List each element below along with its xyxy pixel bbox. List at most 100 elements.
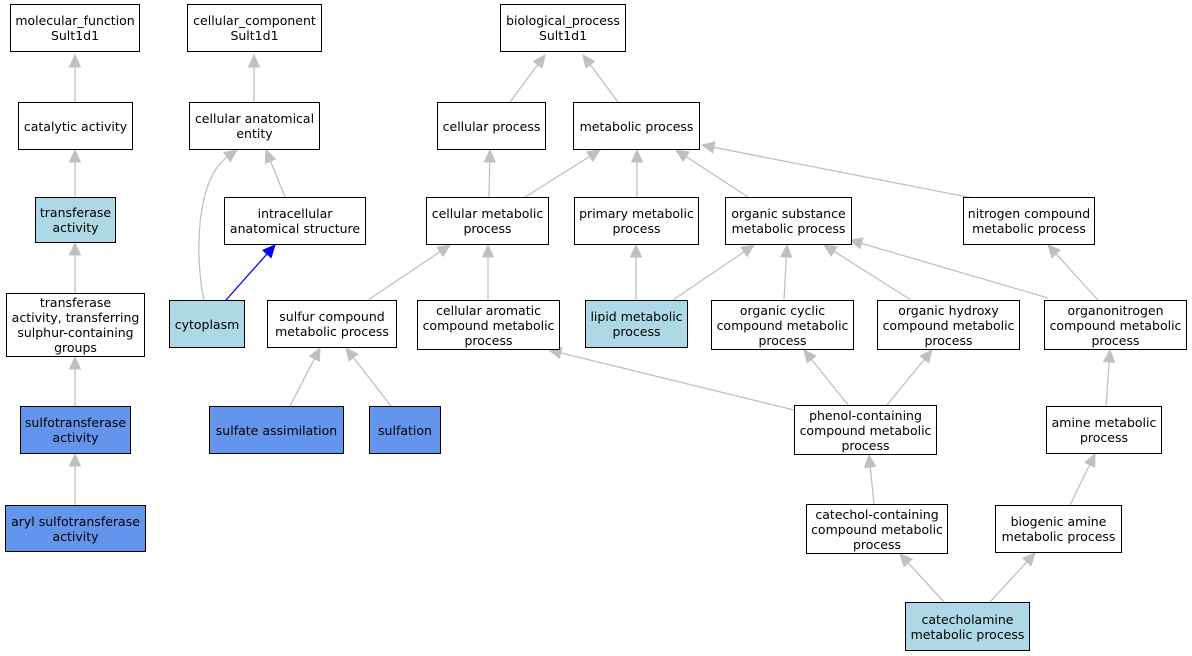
edge-arrowhead [261, 244, 276, 259]
node-organic-hydroxy-compound-metabolic-process[interactable]: organic hydroxy compound metabolic proce… [877, 300, 1020, 350]
edge-arrowhead [700, 141, 716, 154]
node-label: organic substance metabolic process [731, 206, 846, 236]
node-biogenic-amine-metabolic-process[interactable]: biogenic amine metabolic process [995, 505, 1122, 553]
node-label: organonitrogen compound metabolic proces… [1049, 302, 1182, 348]
node-cellular-anatomical-entity[interactable]: cellular anatomical entity [189, 102, 320, 150]
edge-line [488, 161, 491, 198]
node-label: sulfate assimilation [215, 422, 338, 438]
node-label: cellular aromatic compound metabolic pro… [422, 302, 555, 348]
node-cellular-aromatic-compound-metabolic-process[interactable]: cellular aromatic compound metabolic pro… [417, 300, 560, 350]
edge-arrowhead [1083, 452, 1096, 468]
node-intracellular-anatomical-structure[interactable]: intracellular anatomical structure [224, 197, 366, 245]
node-label: cellular metabolic process [431, 206, 544, 236]
node-transferase-sulphur[interactable]: transferase activity, transferring sulph… [6, 293, 145, 357]
edge-organic_hydroxy_compound_metabolic_process-to-organic_substance_metabolic_process [822, 244, 912, 301]
node-label: sulfotransferase activity [24, 415, 127, 445]
edge-arrowhead [68, 452, 82, 467]
edge-organonitrogen_compound_metabolic_process-to-nitrogen_compound_metabolic_process [1047, 244, 1099, 301]
edge-amine_metabolic_process-to-organonitrogen_compound_metabolic_process [1102, 348, 1116, 407]
node-metabolic-process[interactable]: metabolic process [573, 102, 700, 150]
node-sulfate-assimilation[interactable]: sulfate assimilation [209, 406, 344, 454]
edge-line [685, 156, 749, 198]
edge-transferase_activity-to-catalytic_activity [68, 148, 82, 197]
node-catecholamine-metabolic-process[interactable]: catecholamine metabolic process [905, 602, 1030, 651]
edge-arrowhead [1021, 552, 1036, 567]
node-label: sulfur compound metabolic process [275, 309, 389, 339]
node-cellular-metabolic-process[interactable]: cellular metabolic process [426, 197, 549, 245]
node-label: phenol-containing compound metabolic pro… [799, 407, 932, 453]
edge-sulfation-to-sulfur_compound_metabolic_process [345, 347, 392, 407]
node-catalytic-activity[interactable]: catalytic activity [18, 102, 133, 150]
node-sulfation[interactable]: sulfation [369, 406, 441, 454]
edge-arrowhead [780, 243, 793, 258]
edge-lipid_metabolic_process-to-primary_metabolic_process [629, 243, 643, 300]
node-nitrogen-compound-metabolic-process[interactable]: nitrogen compound metabolic process [963, 197, 1095, 245]
edge-arrowhead [629, 243, 643, 258]
edge-arrowhead [483, 148, 497, 163]
edge-cytoplasm-to-cellular_anatomical_entity [198, 149, 238, 301]
edge-arrowhead [740, 244, 755, 258]
edge-arrowhead [436, 244, 451, 258]
edge-line [810, 358, 849, 406]
edge-line [672, 251, 745, 301]
node-primary-metabolic-process[interactable]: primary metabolic process [574, 197, 699, 245]
edge-arrowhead [308, 346, 321, 362]
node-label: catechol-containing compound metabolic p… [811, 506, 943, 552]
node-organic-cyclic-compound-metabolic-process[interactable]: organic cyclic compound metabolic proces… [711, 300, 854, 350]
edge-catechol_containing_compound_metabolic_process-to-phenol_containing_compound_metabolic_process [864, 453, 877, 505]
edge-sulfur_compound_metabolic_process-to-cellular_metabolic_process [367, 244, 451, 301]
node-molecular-function[interactable]: molecular_function Sult1d1 [10, 4, 140, 52]
edge-line [289, 358, 316, 407]
node-amine-metabolic-process[interactable]: amine metabolic process [1046, 406, 1162, 454]
edge-organic_substance_metabolic_process-to-metabolic_process [674, 149, 749, 198]
edge-primary_metabolic_process-to-metabolic_process [630, 148, 644, 197]
edge-line [783, 256, 787, 301]
edge-biogenic_amine_metabolic_process-to-amine_metabolic_process [1069, 452, 1096, 506]
edge-line [869, 466, 875, 505]
edge-line [198, 156, 228, 301]
edge-lipid_metabolic_process-to-organic_substance_metabolic_process [672, 244, 755, 301]
edge-arrowhead [899, 553, 914, 568]
node-cellular-process[interactable]: cellular process [437, 102, 546, 150]
node-biological-process[interactable]: biological_process Sult1d1 [500, 4, 626, 52]
edge-line [589, 64, 619, 103]
node-label: organic hydroxy compound metabolic proce… [882, 302, 1015, 348]
edge-arrowhead [247, 53, 261, 68]
edge-cellular_metabolic_process-to-metabolic_process [524, 149, 602, 198]
edge-line [1055, 253, 1099, 301]
node-label: lipid metabolic process [590, 309, 683, 339]
edge-arrowhead [586, 149, 602, 162]
node-label: aryl sulfotransferase activity [11, 513, 140, 544]
edge-line [833, 250, 912, 301]
node-catechol-containing-compound-metabolic-process[interactable]: catechol-containing compound metabolic p… [806, 504, 948, 554]
node-organonitrogen-compound-metabolic-process[interactable]: organonitrogen compound metabolic proces… [1044, 300, 1187, 350]
node-organic-substance-metabolic-process[interactable]: organic substance metabolic process [725, 197, 852, 245]
edge-arrowhead [68, 53, 82, 68]
node-sulfotransferase-activity[interactable]: sulfotransferase activity [20, 406, 131, 454]
edge-arrowhead [822, 244, 838, 257]
edge-arrowhead [582, 54, 596, 69]
node-cytoplasm[interactable]: cytoplasm [169, 300, 245, 348]
node-label: cellular process [442, 118, 541, 134]
node-aryl-sulfotransferase-activity[interactable]: aryl sulfotransferase activity [5, 505, 146, 552]
edge-arrowhead [68, 241, 82, 256]
edge-cellular_anatomical_entity-to-cellular_component [247, 53, 261, 102]
node-label: intracellular anatomical structure [229, 206, 361, 236]
node-label: primary metabolic process [579, 206, 694, 236]
node-phenol-containing-compound-metabolic-process[interactable]: phenol-containing compound metabolic pro… [794, 405, 937, 455]
node-cellular-component[interactable]: cellular_component Sult1d1 [187, 4, 322, 52]
edge-cellular_process-to-biological_process [509, 54, 546, 103]
edge-cellular_aromatic_compound_metabolic_process-to-cellular_metabolic_process [481, 243, 495, 300]
edge-line [367, 251, 441, 301]
node-lipid-metabolic-process[interactable]: lipid metabolic process [585, 300, 688, 348]
node-label: transferase activity, transferring sulph… [11, 295, 140, 355]
node-sulfur-compound-metabolic-process[interactable]: sulfur compound metabolic process [267, 300, 397, 348]
edge-arrowhead [345, 347, 359, 362]
node-transferase-activity[interactable]: transferase activity [35, 197, 116, 243]
edge-arrowhead [1102, 348, 1116, 363]
node-label: transferase activity [39, 205, 112, 235]
node-label: cellular anatomical entity [194, 111, 315, 141]
edge-arrowhead [223, 149, 238, 163]
